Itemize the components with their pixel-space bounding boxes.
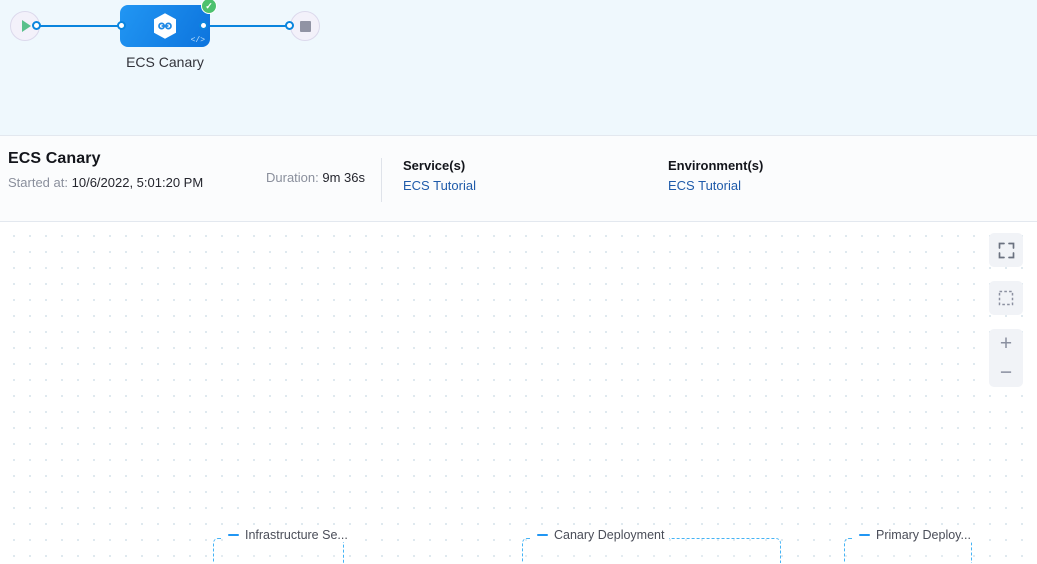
select-area-button[interactable] <box>989 281 1023 315</box>
duration-value: 9m 36s <box>322 170 366 185</box>
collapse-icon[interactable] <box>228 534 239 536</box>
mini-connector-left <box>34 25 126 27</box>
zoom-control-group[interactable]: + − <box>989 329 1023 387</box>
harness-hexagon-icon <box>154 13 176 39</box>
header-divider <box>381 158 382 202</box>
stage-group-label-primary[interactable]: Primary Deploy... <box>854 528 976 542</box>
zoom-in-button[interactable]: + <box>999 331 1013 355</box>
status-badge-success: ✓ <box>136 562 152 563</box>
collapse-icon[interactable] <box>537 534 548 536</box>
service-link[interactable]: ECS Tutorial <box>403 178 476 193</box>
page-title: ECS Canary <box>8 150 101 167</box>
environments-heading: Environment(s) <box>668 158 764 173</box>
environment-link[interactable]: ECS Tutorial <box>668 178 741 193</box>
select-area-icon <box>998 290 1014 306</box>
collapse-icon[interactable] <box>859 534 870 536</box>
select-area-button-wrap[interactable] <box>989 281 1023 315</box>
execution-header: ECS Canary Started at: 10/6/2022, 5:01:2… <box>0 136 1037 222</box>
stage-group-infrastructure[interactable]: Infrastructure Se... <box>213 528 353 563</box>
fit-to-screen-icon <box>998 242 1014 258</box>
stage-group-label-canary[interactable]: Canary Deployment <box>532 528 670 542</box>
environments-column: Environment(s) ECS Tutorial <box>668 158 763 193</box>
mini-stage-label: ECS Canary <box>126 54 204 70</box>
stage-group-title: Canary Deployment <box>554 528 665 542</box>
check-glyph: ✓ <box>205 0 213 11</box>
mini-connector-right <box>200 25 300 27</box>
execution-graph-canvas[interactable]: Infrastructure Se... Canary Deployment P… <box>0 222 1037 563</box>
duration-label: Duration: <box>266 170 319 185</box>
play-icon <box>22 20 31 32</box>
stop-icon <box>299 20 311 32</box>
mini-port-2 <box>117 21 126 30</box>
services-column: Service(s) ECS Tutorial <box>403 158 476 193</box>
mini-pipeline-canvas[interactable]: ✓ </> ECS Canary <box>0 0 1037 135</box>
status-badge-success: ✓ <box>201 0 217 14</box>
stage-group-canary-deployment[interactable]: Canary Deployment <box>522 528 781 563</box>
mini-port-3 <box>199 21 208 30</box>
mini-stage-node-ecs-canary[interactable]: ✓ </> <box>120 0 217 47</box>
pipeline-stop-node[interactable] <box>290 11 320 41</box>
mini-pipeline-strip: ✓ </> ECS Canary <box>0 0 1037 136</box>
zoom-controls[interactable]: + − <box>989 329 1023 387</box>
code-badge: </> <box>190 36 205 45</box>
fit-to-screen-button-wrap[interactable] <box>989 233 1023 267</box>
fit-to-screen-button[interactable] <box>989 233 1023 267</box>
started-at-row: Started at: 10/6/2022, 5:01:20 PM <box>8 175 1037 190</box>
mini-port-1 <box>32 21 41 30</box>
started-at-value: 10/6/2022, 5:01:20 PM <box>71 175 204 190</box>
stage-group-title: Primary Deploy... <box>876 528 971 542</box>
duration-row: Duration: 9m 36s <box>266 170 365 185</box>
stage-group-primary-deployment[interactable]: Primary Deploy... <box>844 528 976 563</box>
services-heading: Service(s) <box>403 158 466 173</box>
stage-group-title: Infrastructure Se... <box>245 528 348 542</box>
zoom-out-button[interactable]: − <box>999 360 1013 384</box>
stage-group-label-infrastructure[interactable]: Infrastructure Se... <box>223 528 353 542</box>
mini-port-4 <box>285 21 294 30</box>
started-at-label: Started at: <box>8 175 68 190</box>
